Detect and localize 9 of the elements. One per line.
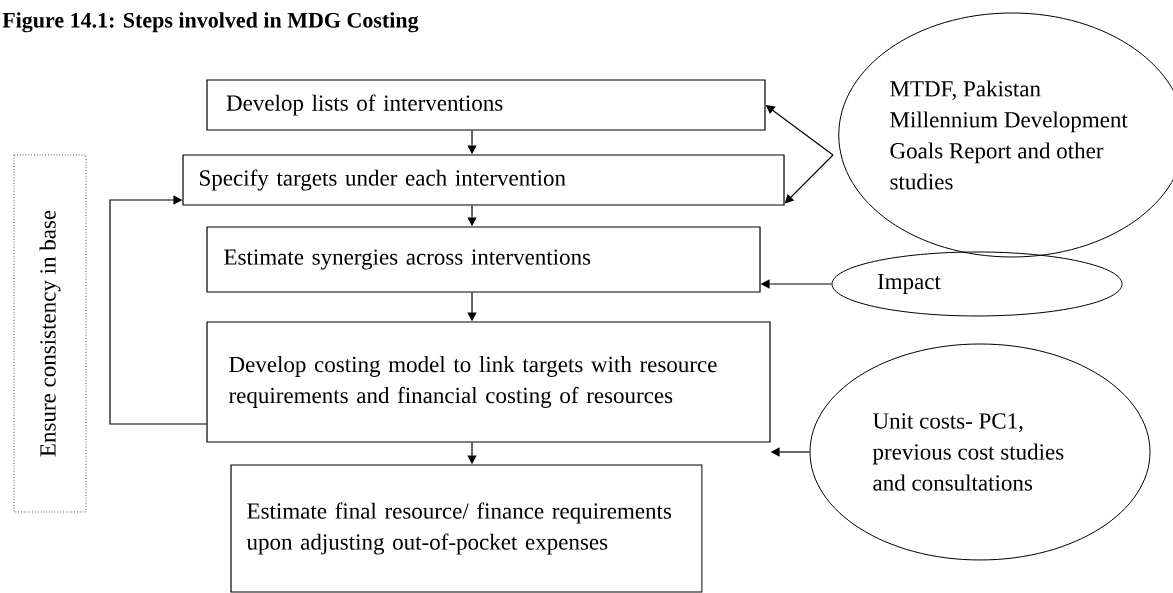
process-box: Estimate synergies across interventions bbox=[206, 226, 761, 293]
arrow bbox=[109, 195, 207, 425]
figure-title: Figure 14.1: Steps involved in MDG Costing bbox=[2, 12, 419, 33]
note-box: Ensure consistency in base bbox=[13, 154, 87, 513]
arrow bbox=[784, 154, 834, 204]
process-box: Specify targets under each intervention bbox=[182, 154, 785, 206]
process-box: Develop costing model to link targets with resource requirements and financial costing of resources bbox=[206, 321, 771, 443]
process-box: Estimate final resource/ finance requirements upon adjusting out-of-pocket expenses bbox=[230, 464, 703, 593]
process-box: Develop lists of interventions bbox=[206, 79, 766, 131]
